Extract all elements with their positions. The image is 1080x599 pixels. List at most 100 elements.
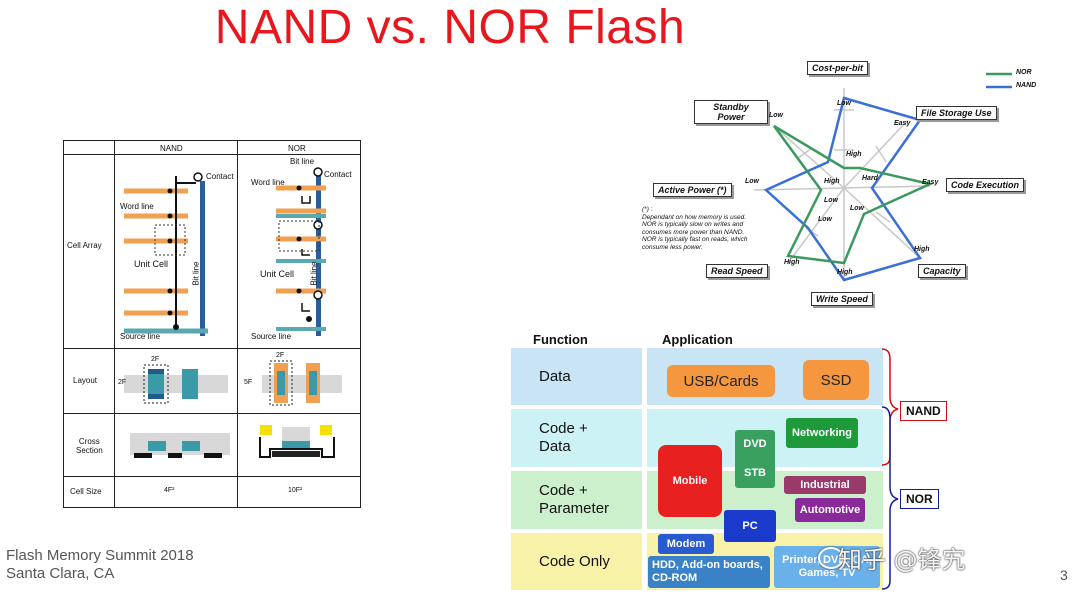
tick-file-easy: Easy	[894, 120, 911, 127]
tick-inner-high-left: High	[824, 178, 840, 185]
cross-line1: Cross	[78, 437, 100, 446]
hdd-block: HDD, Add-on boards, CD-ROM	[648, 556, 770, 588]
axis-cost-per-bit: Cost-per-bit	[807, 61, 868, 75]
row-label-cell-array: Cell Array	[67, 241, 102, 250]
code-param-line1: Code +	[539, 482, 588, 499]
tick-inner-low-right: Low	[850, 205, 864, 212]
nor-word-line-label: Word line	[251, 178, 285, 187]
nand-bit-line-label: Bit line	[191, 261, 201, 286]
tick-write-high: High	[837, 269, 853, 276]
nand-unit-cell-label: Unit Cell	[134, 259, 169, 269]
header-application: Application	[662, 332, 733, 347]
networking-block: Networking	[786, 418, 858, 448]
nor-cell-size: 10F²	[288, 487, 303, 494]
nor-bit-line-vertical-label: Bit line	[309, 261, 319, 286]
pc-block: PC	[724, 510, 776, 542]
nand-layout-left-dim: 2F	[118, 379, 127, 386]
axis-standby-power: Standby Power	[694, 100, 768, 124]
tick-inner-hard: Hard	[862, 175, 878, 182]
tick-capacity-high: High	[914, 246, 930, 253]
radar-footnote: (*) : Dependant on how memory is used. N…	[642, 206, 772, 251]
axis-write-speed: Write Speed	[811, 292, 873, 306]
note-line-6: consume less power.	[642, 243, 703, 251]
footer-event: Flash Memory Summit 2018	[6, 547, 194, 564]
nor-contact-label: Contact	[324, 170, 352, 179]
nor-brace	[881, 406, 899, 590]
automotive-block: Automotive	[795, 498, 865, 522]
nand-cell-size: 4F²	[164, 487, 175, 494]
code-data-line2: Data	[539, 438, 571, 455]
ssd-block: SSD	[803, 360, 869, 400]
nor-bit-line-label: Bit line	[290, 157, 315, 166]
note-line-5: NOR is typically fast on reads, which	[642, 236, 748, 243]
nand-layout-top-dim: 2F	[151, 356, 160, 363]
dvd-label: DVD	[743, 438, 767, 450]
function-code-only: Code Only	[511, 533, 642, 590]
row-label-cross-section: Cross Section	[76, 437, 103, 455]
nor-cross-section	[259, 425, 335, 458]
radar-svg	[753, 72, 1012, 282]
nand-layout	[124, 364, 228, 404]
nand-nor-radar-diagram: NOR NAND Cost-per-bit File Storage Use C…	[638, 58, 1058, 313]
modem-block: Modem	[658, 534, 714, 554]
nor-layout	[262, 360, 342, 406]
nor-cell-array	[276, 167, 326, 336]
slide-title: NAND vs. NOR Flash	[214, 1, 686, 54]
nand-contact-label: Contact	[206, 172, 234, 181]
industrial-block: Industrial	[784, 476, 866, 494]
function-code-data: Code +Data	[511, 409, 642, 467]
footer: Flash Memory Summit 2018 Santa Clara, CA	[6, 547, 194, 583]
note-line-4: consumes more power than NAND.	[642, 228, 745, 236]
nand-cross-section	[130, 433, 230, 458]
col-header-nand: NAND	[160, 144, 183, 153]
legend-nor-label: NOR	[1016, 69, 1032, 76]
tick-standby-low: Low	[769, 112, 783, 119]
function-data: Data	[511, 348, 642, 405]
tick-cost-low: Low	[837, 100, 851, 107]
function-code-parameter: Code +Parameter	[511, 471, 642, 529]
tick-read-high: High	[784, 259, 800, 266]
mobile-block: Mobile	[658, 445, 722, 517]
dvd-stb-block: DVD STB	[735, 430, 775, 488]
code-data-line1: Code +	[539, 420, 588, 437]
note-line-1: (*) :	[642, 206, 653, 213]
nand-word-line-label: Word line	[120, 202, 154, 211]
footer-location: Santa Clara, CA	[6, 565, 115, 582]
nor-unit-cell-label: Unit Cell	[260, 269, 295, 279]
axis-code-execution: Code Execution	[946, 178, 1025, 192]
tick-active-low: Low	[745, 178, 759, 185]
note-line-2: Dependant on how memory is used.	[642, 213, 747, 221]
watermark-icon	[818, 547, 844, 569]
page-number: 3	[1060, 567, 1068, 583]
nor-source-line-label: Source line	[251, 332, 292, 341]
axis-active-power: Active Power (*)	[653, 183, 732, 197]
cross-line2: Section	[76, 446, 103, 455]
header-function: Function	[533, 332, 588, 347]
nand-brace-label: NAND	[900, 401, 947, 421]
cell-array-diagrams	[124, 167, 342, 458]
tick-inner-low-left: Low	[824, 197, 838, 204]
nor-layout-left-dim: 5F	[244, 379, 253, 386]
row-label-cell-size: Cell Size	[70, 487, 102, 496]
stb-label: STB	[744, 467, 766, 479]
nor-series-line	[772, 124, 934, 265]
tick-inner-high-top: High	[846, 151, 862, 158]
col-header-nor: NOR	[288, 144, 306, 153]
tick-exec-easy: Easy	[922, 179, 939, 186]
row-label-layout: Layout	[73, 376, 98, 385]
nand-nor-comparison-table: NAND NOR Cell Array Layout Cross Section…	[63, 140, 361, 508]
axis-capacity: Capacity	[918, 264, 966, 278]
axis-file-storage-use: File Storage Use	[916, 106, 997, 120]
tick-inner-low-bottom: Low	[818, 216, 832, 223]
usb-cards-block: USB/Cards	[667, 365, 775, 397]
nand-cell-array	[124, 172, 208, 336]
legend-nand-label: NAND	[1016, 82, 1037, 89]
axis-read-speed: Read Speed	[706, 264, 768, 278]
function-braces	[881, 348, 899, 590]
nor-brace-label: NOR	[900, 489, 939, 509]
nor-layout-top-dim: 2F	[276, 352, 285, 359]
code-param-line2: Parameter	[539, 500, 610, 517]
note-line-3: NOR is typically slow on writes and	[642, 221, 744, 228]
nand-source-line-label: Source line	[120, 332, 161, 341]
watermark-text: 知乎 @锋宄	[838, 546, 966, 574]
